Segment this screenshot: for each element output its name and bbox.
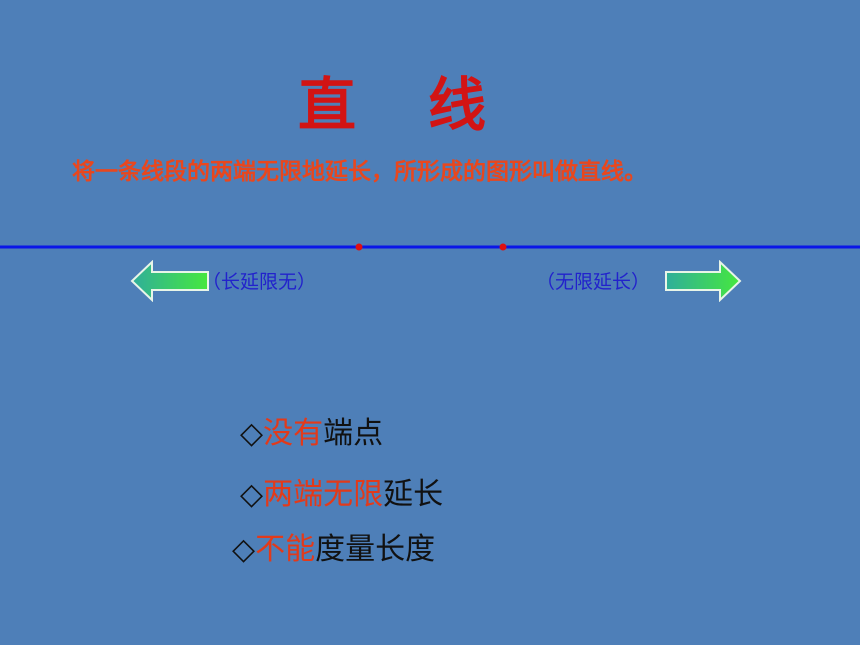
left-arrow-icon <box>130 260 209 302</box>
point-b <box>499 243 507 251</box>
straight-line-diagram <box>0 243 860 251</box>
title-char-2: 线 <box>428 71 487 139</box>
point-a <box>355 243 363 251</box>
left-arrow-label: （长延限无） <box>202 271 317 293</box>
property-highlight: 两端无限 <box>263 477 384 512</box>
diamond-bullet-icon: ◇ <box>240 416 264 451</box>
property-highlight: 没有 <box>263 416 324 451</box>
property-infinite-extension: ◇两端无限延长 <box>240 469 443 513</box>
property-rest: 端点 <box>323 416 384 451</box>
property-highlight: 不能 <box>255 532 316 567</box>
definition-text: 将一条线段的两端无限地延长，所形成的图形叫做直线。 <box>72 159 647 185</box>
title-char-1: 直 <box>298 71 357 139</box>
diamond-bullet-icon: ◇ <box>240 477 264 512</box>
property-no-endpoints: ◇没有端点 <box>240 408 383 452</box>
slide-title: 直线 <box>298 58 486 142</box>
property-rest: 度量长度 <box>315 532 436 567</box>
right-arrow-label: （无限延长） <box>536 271 651 293</box>
diamond-bullet-icon: ◇ <box>232 532 256 567</box>
right-arrow-icon <box>665 260 742 302</box>
property-unmeasurable: ◇不能度量长度 <box>232 524 435 568</box>
property-rest: 延长 <box>383 477 444 512</box>
